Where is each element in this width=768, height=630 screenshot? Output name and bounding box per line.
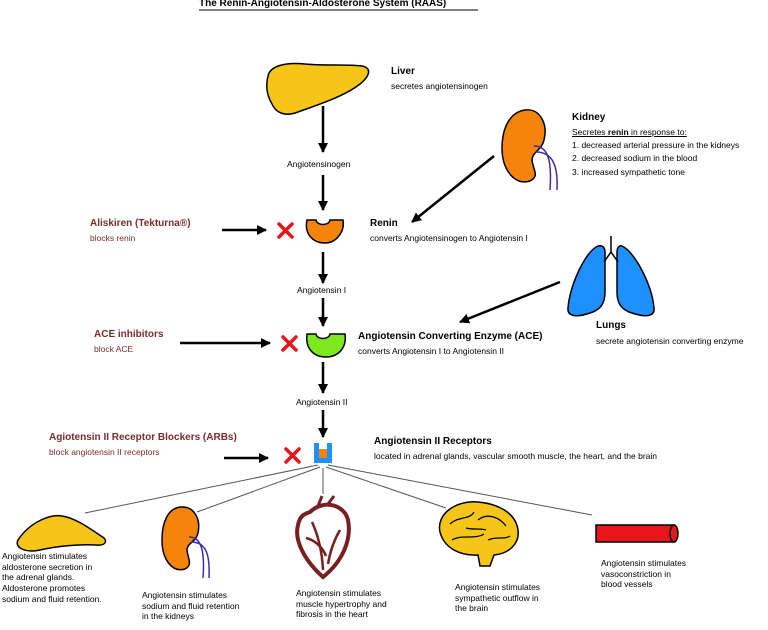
ace-inhibitors-label: ACE inhibitors	[94, 329, 164, 340]
liver-icon	[266, 62, 370, 115]
aliskiren-desc: blocks renin	[90, 233, 136, 243]
arbs-label: Agiotensin II Receptor Blockers (ARBs)	[49, 432, 237, 443]
kidney-item: 3. increased sympathetic tone	[572, 167, 685, 177]
effect-line: sodium and fluid retention.	[2, 593, 102, 604]
arrow-kidney-to-renin	[411, 155, 495, 223]
receptors-desc: located in adrenal glands, vascular smoo…	[374, 451, 658, 461]
brain-icon	[438, 501, 519, 567]
angiotensin-2-label: Angiotensin II	[296, 397, 348, 407]
ace-inhibitors-desc: block ACE	[94, 344, 134, 354]
kidney-desc: Secretes renin in response to:	[572, 127, 687, 138]
adrenal-gland-icon	[16, 514, 107, 552]
arbs-desc: block angiotensin II receptors	[49, 447, 160, 457]
lungs-icon	[567, 236, 655, 317]
effect-line: Angiotensin stimulates	[601, 558, 687, 568]
renin-label: Renin	[370, 218, 398, 229]
kidney-label: Kidney	[572, 112, 606, 123]
effect-line: sodium and fluid retention	[142, 600, 240, 611]
renin-enzyme-icon	[305, 219, 345, 244]
receptors-label: Angiotensin II Receptors	[374, 436, 492, 447]
effect-line: muscle hypertrophy and	[296, 598, 387, 609]
kidney-item: 2. decreased sodium in the blood	[572, 153, 698, 163]
angiotensin-1-label: Angiotensin I	[297, 285, 347, 295]
effect-line: Angiotensin stimulates	[455, 582, 541, 592]
page-title: The Renin-Angiotensin-Aldosterone System…	[199, 0, 447, 9]
lungs-label: Lungs	[596, 320, 626, 331]
receptor-icon	[314, 443, 332, 463]
kidney-desc-suffix: in response to:	[628, 127, 687, 137]
heart-icon	[295, 495, 351, 580]
kidney-desc-renin: renin	[607, 127, 629, 137]
blood-vessel-icon	[595, 524, 679, 543]
effect-line: blood vessels	[601, 579, 653, 590]
kidney-icon	[501, 109, 558, 191]
renin-desc: converts Angiotensinogen to Angiotensin …	[370, 233, 528, 243]
effect-line: sympathetic outflow in	[455, 592, 539, 603]
effect-brain-text: Angiotensin stimulates sympathetic outfl…	[455, 582, 540, 614]
block-x-icon	[284, 447, 301, 464]
ace-desc: converts Angiotensin I to Angiotensin II	[358, 346, 505, 356]
ace-label: Angiotensin Converting Enzyme (ACE)	[358, 331, 543, 342]
kidney-effect-icon	[161, 506, 210, 579]
effect-line: the adrenal glands.	[2, 572, 75, 583]
effect-line: Angiotensin stimulates	[2, 551, 88, 561]
arrow-lungs-to-ace	[459, 280, 561, 324]
kidney-item: 1. decreased arterial pressure in the ki…	[572, 140, 740, 150]
effect-line: the brain	[455, 603, 489, 614]
liver-label: Liver	[391, 66, 415, 77]
effect-line: Aldosterone promotes	[2, 582, 86, 593]
effect-vessels-text: Angiotensin stimulates vasoconstriction …	[601, 558, 686, 590]
effect-line: aldosterone secretion in	[2, 561, 93, 572]
block-x-icon	[277, 222, 294, 239]
ace-enzyme-icon	[306, 333, 346, 358]
effect-adrenal-text: Angiotensin stimulates aldosterone secre…	[2, 551, 102, 604]
effect-lines	[84, 464, 593, 516]
effect-line: Angiotensin stimulates	[296, 588, 382, 598]
angiotensinogen-label: Angiotensinogen	[287, 159, 351, 169]
lungs-desc: secrete angiotensin converting enzyme	[596, 336, 744, 346]
aliskiren-label: Aliskiren (Tekturna®)	[90, 218, 191, 229]
effect-line: vasoconstriction in	[601, 568, 671, 579]
block-x-icon	[281, 335, 298, 352]
effect-line: fibrosis in the heart	[296, 609, 368, 620]
liver-desc: secretes angiotensinogen	[391, 81, 488, 91]
kidney-desc-prefix: Secretes	[572, 127, 608, 137]
effect-line: in the kidneys	[142, 611, 194, 622]
effect-line: Angiotensin stimulates	[142, 590, 228, 600]
effect-heart-text: Angiotensin stimulates muscle hypertroph…	[296, 588, 387, 620]
effect-kidneys-text: Angiotensin stimulates sodium and fluid …	[142, 590, 239, 622]
